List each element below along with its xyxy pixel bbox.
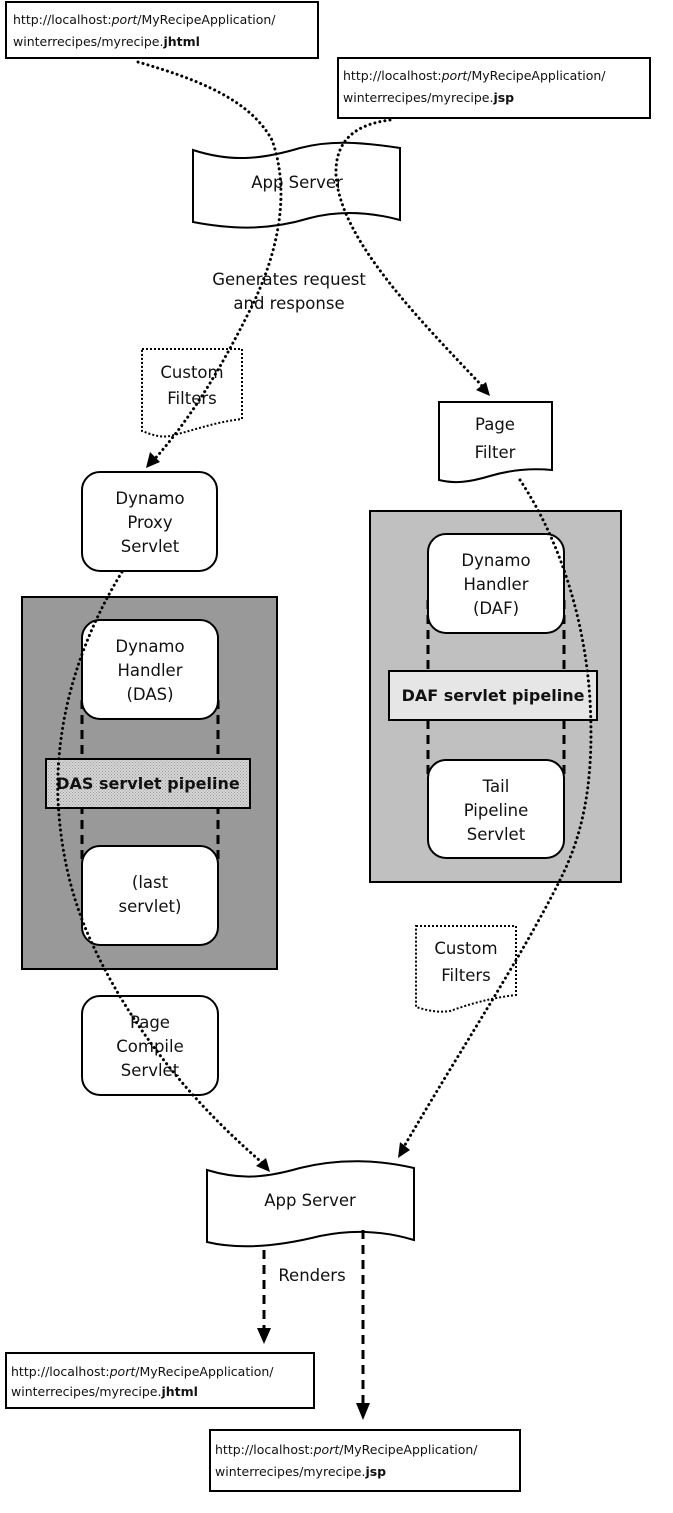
- url-line2: winterrecipes/myrecipe.jsp: [343, 90, 514, 105]
- svg-text:Servlet: Servlet: [121, 537, 180, 556]
- svg-text:Dynamo: Dynamo: [461, 551, 530, 570]
- app-server-top: App Server: [192, 141, 401, 229]
- svg-text:Handler: Handler: [118, 661, 183, 680]
- svg-text:(DAF): (DAF): [473, 599, 519, 618]
- app-server-top-label: App Server: [251, 173, 343, 192]
- daf-servlet-pipeline-container: Dynamo Handler (DAF) DAF servlet pipelin…: [369, 510, 622, 883]
- svg-text:(last: (last: [132, 873, 169, 892]
- das-dynamo-handler: Dynamo Handler (DAS): [81, 619, 219, 720]
- page-filter: Page Filter: [438, 401, 553, 484]
- arrowhead-to-app-server-bottom-left: [256, 1158, 270, 1172]
- svg-text:Filter: Filter: [475, 443, 516, 462]
- svg-text:Custom: Custom: [160, 363, 223, 382]
- custom-filters-left: Custom Filters: [141, 348, 243, 438]
- daf-pipeline-title: DAF servlet pipeline: [388, 670, 598, 721]
- dynamo-proxy-servlet: Dynamo Proxy Servlet: [81, 471, 218, 572]
- page-compile-servlet: Page Compile Servlet: [81, 995, 219, 1096]
- custom-filters-right: Custom Filters: [415, 925, 517, 1013]
- app-server-bottom: App Server: [206, 1160, 415, 1248]
- svg-text:Proxy: Proxy: [127, 513, 172, 532]
- flow-jsp-request: [334, 118, 486, 390]
- svg-text:Pipeline: Pipeline: [464, 801, 529, 820]
- url-line2: winterrecipes/myrecipe.jhtml: [13, 34, 200, 49]
- svg-text:DAS servlet pipeline: DAS servlet pipeline: [56, 774, 240, 793]
- svg-text:servlet): servlet): [119, 897, 182, 916]
- svg-text:Servlet: Servlet: [467, 825, 526, 844]
- svg-text:Compile: Compile: [116, 1037, 183, 1056]
- das-pipeline-title: DAS servlet pipeline: [45, 758, 251, 809]
- svg-text:Page: Page: [475, 415, 515, 434]
- flow-jhtml-pipeline: [56, 570, 268, 1168]
- flow-jsp-pipeline: [400, 478, 593, 1152]
- url-box-top-jsp: http://localhost:port/MyRecipeApplicatio…: [337, 57, 651, 119]
- svg-text:DAF servlet pipeline: DAF servlet pipeline: [402, 686, 585, 705]
- svg-text:Tail: Tail: [482, 777, 510, 796]
- url-box-bottom-jhtml: http://localhost:port/MyRecipeApplicatio…: [5, 1352, 315, 1409]
- url-box-top-jhtml: http://localhost:port/MyRecipeApplicatio…: [5, 1, 319, 59]
- arrowhead-to-page-filter: [476, 382, 490, 396]
- app-server-bottom-label: App Server: [264, 1191, 356, 1210]
- svg-text:Dynamo: Dynamo: [115, 489, 184, 508]
- flow-jhtml-request: [136, 60, 283, 464]
- url-box-bottom-jsp: http://localhost:port/MyRecipeApplicatio…: [209, 1429, 521, 1492]
- svg-text:Generates request: Generates request: [212, 270, 366, 289]
- render-arrowhead-jsp: [356, 1403, 370, 1420]
- generates-request-label: Generates request and response: [212, 270, 366, 313]
- daf-tail-pipeline-servlet: Tail Pipeline Servlet: [427, 759, 565, 859]
- svg-text:(DAS): (DAS): [126, 685, 173, 704]
- svg-text:Filters: Filters: [167, 389, 216, 408]
- url-line1: http://localhost:port/MyRecipeApplicatio…: [13, 12, 276, 27]
- url-line1: http://localhost:port/MyRecipeApplicatio…: [11, 1364, 274, 1379]
- svg-text:Custom: Custom: [434, 939, 497, 958]
- svg-text:Servlet: Servlet: [121, 1061, 180, 1080]
- url-line1: http://localhost:port/MyRecipeApplicatio…: [215, 1442, 478, 1457]
- url-line1: http://localhost:port/MyRecipeApplicatio…: [343, 68, 606, 83]
- renders-label: Renders: [278, 1266, 345, 1285]
- svg-text:Dynamo: Dynamo: [115, 637, 184, 656]
- arrowhead-to-app-server-bottom-right: [398, 1142, 410, 1158]
- url-line2: winterrecipes/myrecipe.jhtml: [11, 1384, 198, 1399]
- das-servlet-pipeline-container: Dynamo Handler (DAS) DAS servlet pipelin…: [21, 596, 278, 970]
- svg-text:Handler: Handler: [464, 575, 529, 594]
- svg-text:Filters: Filters: [441, 966, 490, 985]
- svg-text:and response: and response: [233, 294, 344, 313]
- arrowhead-to-dynamo-proxy: [146, 452, 160, 468]
- das-last-servlet: (last servlet): [81, 845, 219, 946]
- render-arrowhead-jhtml: [257, 1328, 271, 1344]
- url-line2: winterrecipes/myrecipe.jsp: [215, 1464, 386, 1479]
- daf-dynamo-handler: Dynamo Handler (DAF): [427, 533, 565, 634]
